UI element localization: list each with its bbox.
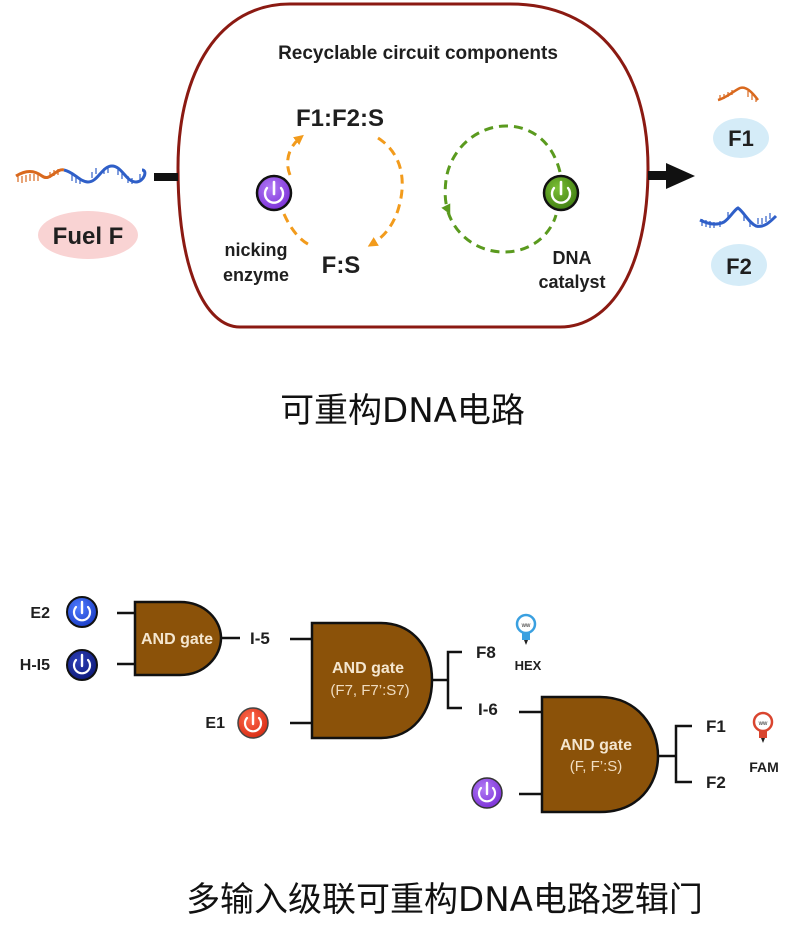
recyclable-components-container: [176, 2, 650, 329]
gate-3-input-power-icon: [471, 777, 503, 809]
e1-power-icon: [237, 707, 269, 739]
f1-bubble: [713, 118, 769, 158]
input-e1-label: E1: [205, 715, 225, 732]
input-connector: [154, 173, 178, 181]
f2-bubble: [711, 244, 767, 286]
and-gate-3: [540, 695, 660, 814]
output-f8-label: F8: [476, 643, 496, 662]
intermediate-i6-label: I-6: [478, 700, 498, 719]
svg-text:ww: ww: [521, 623, 531, 629]
and-gate-2: [310, 621, 434, 740]
fam-reporter-label: FAM: [749, 759, 779, 775]
nicking-enzyme-power-icon: [255, 174, 293, 212]
output-f1-gate-label: F1: [706, 717, 726, 736]
state-f-s: F:S: [322, 252, 361, 279]
caption-cascaded-logic-gates: 多输入级联可重构DNA电路逻辑门: [186, 880, 703, 920]
nicking-enzyme-label-1: nicking: [224, 240, 287, 260]
fuel-label: Fuel F: [53, 223, 124, 250]
input-e2-label: E2: [30, 605, 50, 622]
hex-lightbulb-icon: ww: [515, 613, 537, 645]
e2-power-icon: [66, 596, 98, 628]
container-title: Recyclable circuit components: [278, 43, 558, 64]
gate-2-output-fork: [432, 650, 462, 710]
output-f2-label: F2: [726, 254, 752, 279]
nicking-cycle: [282, 134, 404, 248]
f2-dna-strand-icon: [699, 206, 778, 228]
gate-3-title: AND gate: [560, 737, 632, 754]
output-arrow-icon: [648, 163, 695, 189]
dna-catalyst-label-2: catalyst: [538, 272, 605, 292]
gate-2-title: AND gate: [332, 660, 404, 677]
gate-3-subtitle: (F, F’:S): [570, 758, 623, 775]
catalyst-cycle: [441, 124, 562, 254]
fuel-bubble: [38, 211, 138, 259]
fam-lightbulb-icon: ww: [752, 711, 774, 743]
input-h-i5-label: H-I5: [20, 657, 50, 674]
intermediate-i5-label: I-5: [250, 629, 270, 648]
dna-catalyst-power-icon: [542, 174, 580, 212]
svg-text:ww: ww: [758, 721, 768, 727]
gate-3-output-fork: [658, 724, 692, 784]
hex-reporter-label: HEX: [515, 658, 542, 673]
and-gate-1: [133, 600, 223, 677]
caption-reconfigurable-dna-circuit: 可重构DNA电路: [280, 391, 525, 431]
h-i5-power-icon: [66, 649, 98, 681]
output-f2-gate-label: F2: [706, 773, 726, 792]
output-f1-label: F1: [728, 126, 754, 151]
dna-catalyst-label-1: DNA: [553, 248, 592, 268]
fuel-dna-icon: [15, 164, 147, 184]
gate-2-subtitle: (F7, F7’:S7): [330, 682, 409, 699]
nicking-enzyme-label-2: enzyme: [223, 265, 289, 285]
gate-1-title: AND gate: [141, 631, 213, 648]
f1-dna-strand-icon: [717, 86, 759, 102]
state-f1-f2-s: F1:F2:S: [296, 105, 384, 132]
